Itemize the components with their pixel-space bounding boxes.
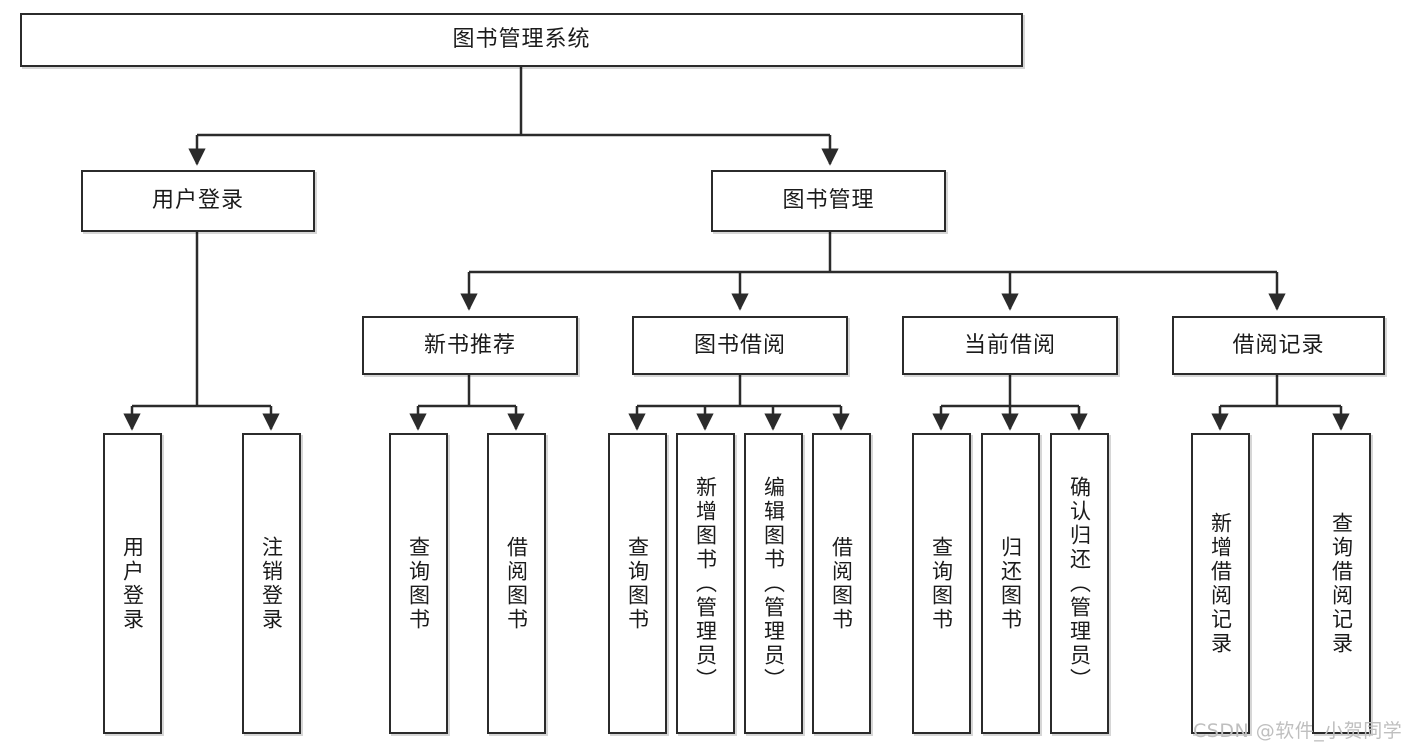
node-book-management[interactable]: 图书管理 [711, 170, 946, 232]
node-leaf-borrow-book-1[interactable]: 借阅图书 [487, 433, 546, 734]
node-leaf-query-book-3[interactable]: 查询图书 [912, 433, 971, 734]
node-label: 查询图书 [406, 535, 431, 632]
node-label: 用户登录 [151, 188, 244, 214]
node-label: 注销登录 [259, 535, 284, 632]
node-label: 新增图书（管理员） [693, 475, 718, 692]
node-leaf-query-record[interactable]: 查询借阅记录 [1312, 433, 1371, 734]
node-root-book-management-system[interactable]: 图书管理系统 [20, 13, 1023, 67]
node-label: 借阅图书 [504, 535, 529, 632]
node-leaf-return-book[interactable]: 归还图书 [981, 433, 1040, 734]
node-user-login[interactable]: 用户登录 [81, 170, 315, 232]
node-leaf-confirm-return[interactable]: 确认归还（管理员） [1050, 433, 1109, 734]
node-borrow-record[interactable]: 借阅记录 [1172, 316, 1385, 375]
node-leaf-add-book[interactable]: 新增图书（管理员） [676, 433, 735, 734]
node-new-book-recommend[interactable]: 新书推荐 [362, 316, 578, 375]
node-label: 查询借阅记录 [1329, 511, 1354, 656]
node-label: 图书管理系统 [452, 27, 591, 53]
node-leaf-query-book-2[interactable]: 查询图书 [608, 433, 667, 734]
node-label: 查询图书 [625, 535, 650, 632]
csdn-watermark: CSDN @软件_小贺同学 [1193, 720, 1403, 742]
node-leaf-add-record[interactable]: 新增借阅记录 [1191, 433, 1250, 734]
node-label: 当前借阅 [963, 332, 1056, 358]
node-book-borrow[interactable]: 图书借阅 [632, 316, 848, 375]
node-label: 用户登录 [120, 535, 145, 632]
node-leaf-query-book-1[interactable]: 查询图书 [389, 433, 448, 734]
node-leaf-user-login[interactable]: 用户登录 [103, 433, 162, 734]
node-label: 新书推荐 [423, 332, 516, 358]
node-label: 查询图书 [929, 535, 954, 632]
node-label: 确认归还（管理员） [1067, 475, 1092, 692]
node-current-borrow[interactable]: 当前借阅 [902, 316, 1118, 375]
node-label: 编辑图书（管理员） [761, 475, 786, 692]
node-label: 新增借阅记录 [1208, 511, 1233, 656]
node-label: 借阅图书 [829, 535, 854, 632]
node-leaf-user-logout[interactable]: 注销登录 [242, 433, 301, 734]
node-label: 图书借阅 [693, 332, 786, 358]
node-label: 归还图书 [998, 535, 1023, 632]
node-leaf-borrow-book-2[interactable]: 借阅图书 [812, 433, 871, 734]
node-label: 借阅记录 [1232, 332, 1325, 358]
node-label: 图书管理 [782, 188, 875, 214]
node-leaf-edit-book[interactable]: 编辑图书（管理员） [744, 433, 803, 734]
